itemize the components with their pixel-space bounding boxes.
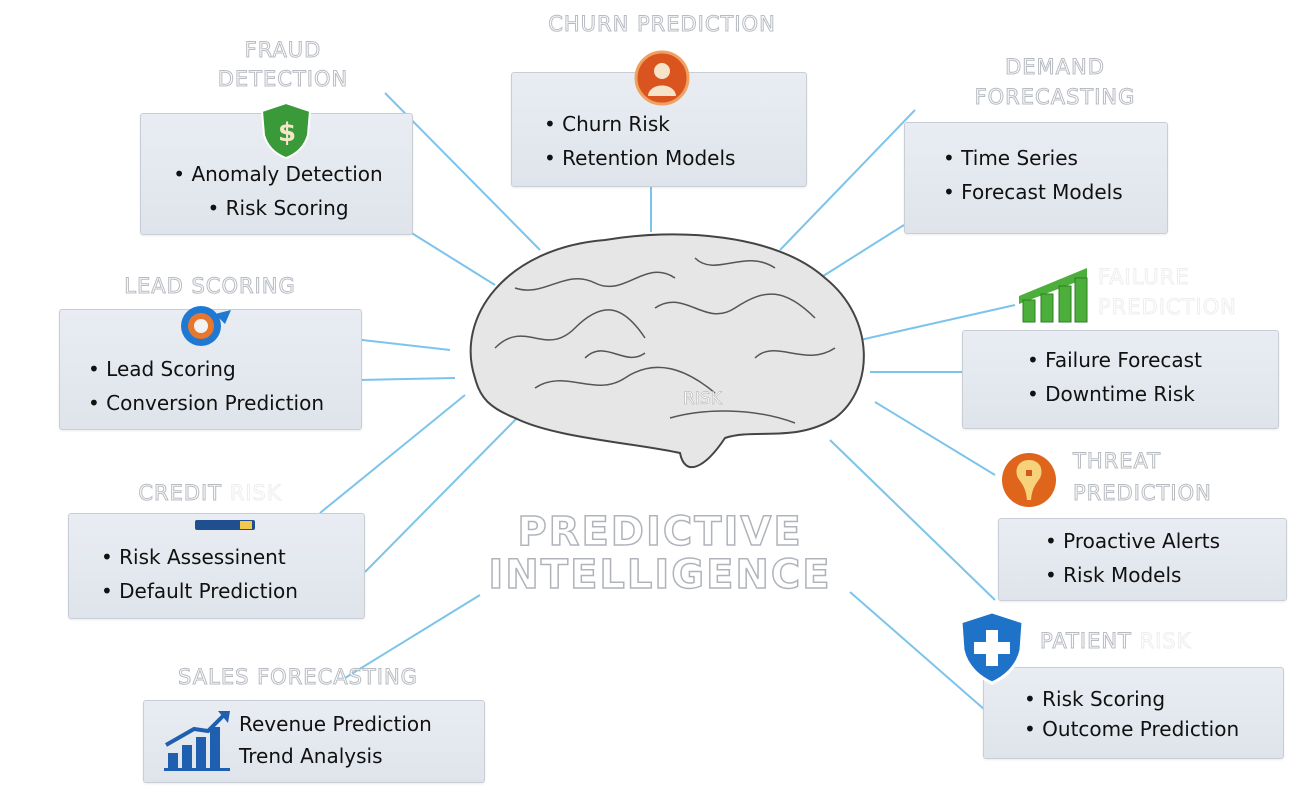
threat-title-line1: THREAT [1073, 449, 1162, 474]
center-title-line1: PREDICTIVE [517, 509, 803, 555]
credit-risk-card: Risk AssessinentDefault Prediction [68, 513, 365, 619]
lead-item: Lead Scoring [88, 352, 324, 386]
demand-forecasting-card: Time SeriesForecast Models [904, 122, 1168, 234]
patient-title-main: PATIENT [1040, 629, 1132, 654]
fraud-title-line1: FRAUD [244, 38, 322, 63]
patient-title-faint: RISK [1131, 629, 1192, 654]
patient-risk-card: Risk ScoringOutcome Prediction [983, 667, 1284, 759]
bar-chart-icon [1019, 268, 1088, 323]
sales-forecasting-card: Revenue Prediction Trend Analysis [143, 700, 485, 783]
credit-item: Default Prediction [101, 574, 298, 608]
lead-title: LEAD SCORING [124, 274, 296, 299]
credit-card-icon [195, 520, 255, 530]
medical-shield-icon [959, 610, 1025, 685]
threat-item: Risk Models [1045, 558, 1220, 592]
failure-prediction-card: Failure ForecastDowntime Risk [962, 330, 1279, 429]
center-title-line2: INTELLIGENCE [488, 552, 832, 598]
threat-title-line2: PREDICTION [1073, 481, 1212, 506]
brain-label: RISK [683, 389, 723, 409]
sales-title: SALES FORECASTING [178, 665, 418, 690]
alert-pin-icon [1002, 453, 1056, 507]
patient-item: Outcome Prediction [1024, 714, 1239, 744]
patient-item: Risk Scoring [1024, 684, 1239, 714]
failure-title-line2: PREDICTION [1098, 295, 1237, 320]
sales-item: Trend Analysis [239, 744, 383, 768]
lead-item: Conversion Prediction [88, 386, 324, 420]
svg-text:$: $ [278, 118, 296, 148]
credit-title-faint: RISK [222, 481, 282, 506]
credit-title: CREDIT RISK [60, 478, 360, 508]
credit-title-main: CREDIT [138, 481, 223, 506]
fraud-title-line2: DETECTION [217, 67, 349, 92]
demand-item: Forecast Models [943, 175, 1122, 209]
failure-item: Downtime Risk [1027, 377, 1202, 411]
brain-illustration: RISK [469, 233, 865, 469]
credit-item: Risk Assessinent [101, 540, 298, 574]
patient-title: PATIENT RISK [1040, 626, 1240, 656]
churn-title: CHURN PREDICTION [548, 12, 776, 37]
fraud-item: Risk Scoring [163, 191, 393, 225]
sales-item: Revenue Prediction [239, 712, 432, 736]
fraud-item: Anomaly Detection [163, 157, 393, 191]
demand-title-line1: DEMAND [1005, 55, 1105, 80]
target-icon [181, 306, 231, 346]
dollar-shield-icon: $ [260, 101, 312, 159]
failure-title-line1: FAILURE [1098, 265, 1190, 290]
demand-item: Time Series [943, 141, 1123, 175]
threat-prediction-card: Proactive AlertsRisk Models [998, 518, 1287, 601]
churn-item: Retention Models [544, 141, 735, 175]
threat-item: Proactive Alerts [1045, 524, 1220, 558]
demand-title-line2: FORECASTING [974, 85, 1136, 110]
user-icon [634, 50, 690, 106]
failure-item: Failure Forecast [1027, 343, 1202, 377]
growth-chart-icon [164, 711, 230, 771]
churn-item: Churn Risk [544, 107, 735, 141]
